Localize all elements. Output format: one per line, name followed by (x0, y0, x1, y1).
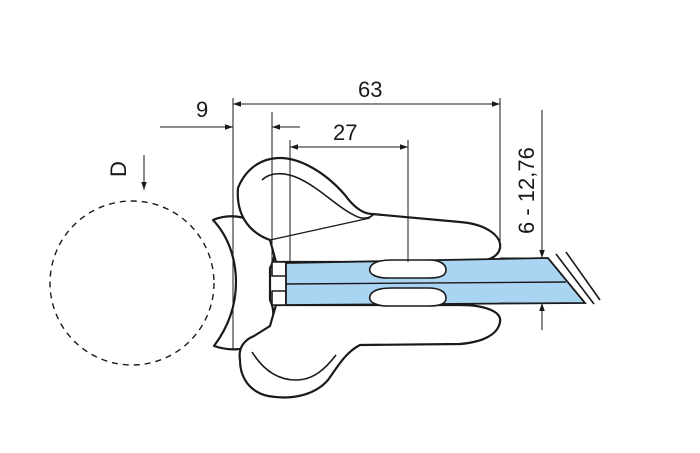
glass-pane (285, 257, 587, 306)
dim-glass-thickness-label: 6 - 12,76 (514, 147, 539, 234)
upper-body-hinge (269, 217, 371, 241)
dim-63-label: 63 (358, 77, 382, 102)
lower-rubber-insert (368, 287, 447, 307)
upper-washer (271, 261, 287, 277)
upper-lobe-detail (261, 172, 375, 219)
pipe-diameter-label: D (106, 161, 131, 177)
glass-midline (285, 281, 567, 285)
glass-break-line-1 (555, 253, 595, 305)
dim-27-label: 27 (333, 120, 357, 145)
pipe-outline (49, 200, 215, 366)
dim-9-label: 9 (196, 97, 208, 122)
upper-rubber-insert (368, 259, 447, 279)
lower-lobe-detail (251, 351, 337, 381)
lower-clamp-body (238, 303, 502, 399)
glass-break-line-2 (565, 251, 601, 301)
lower-washer (271, 290, 287, 306)
